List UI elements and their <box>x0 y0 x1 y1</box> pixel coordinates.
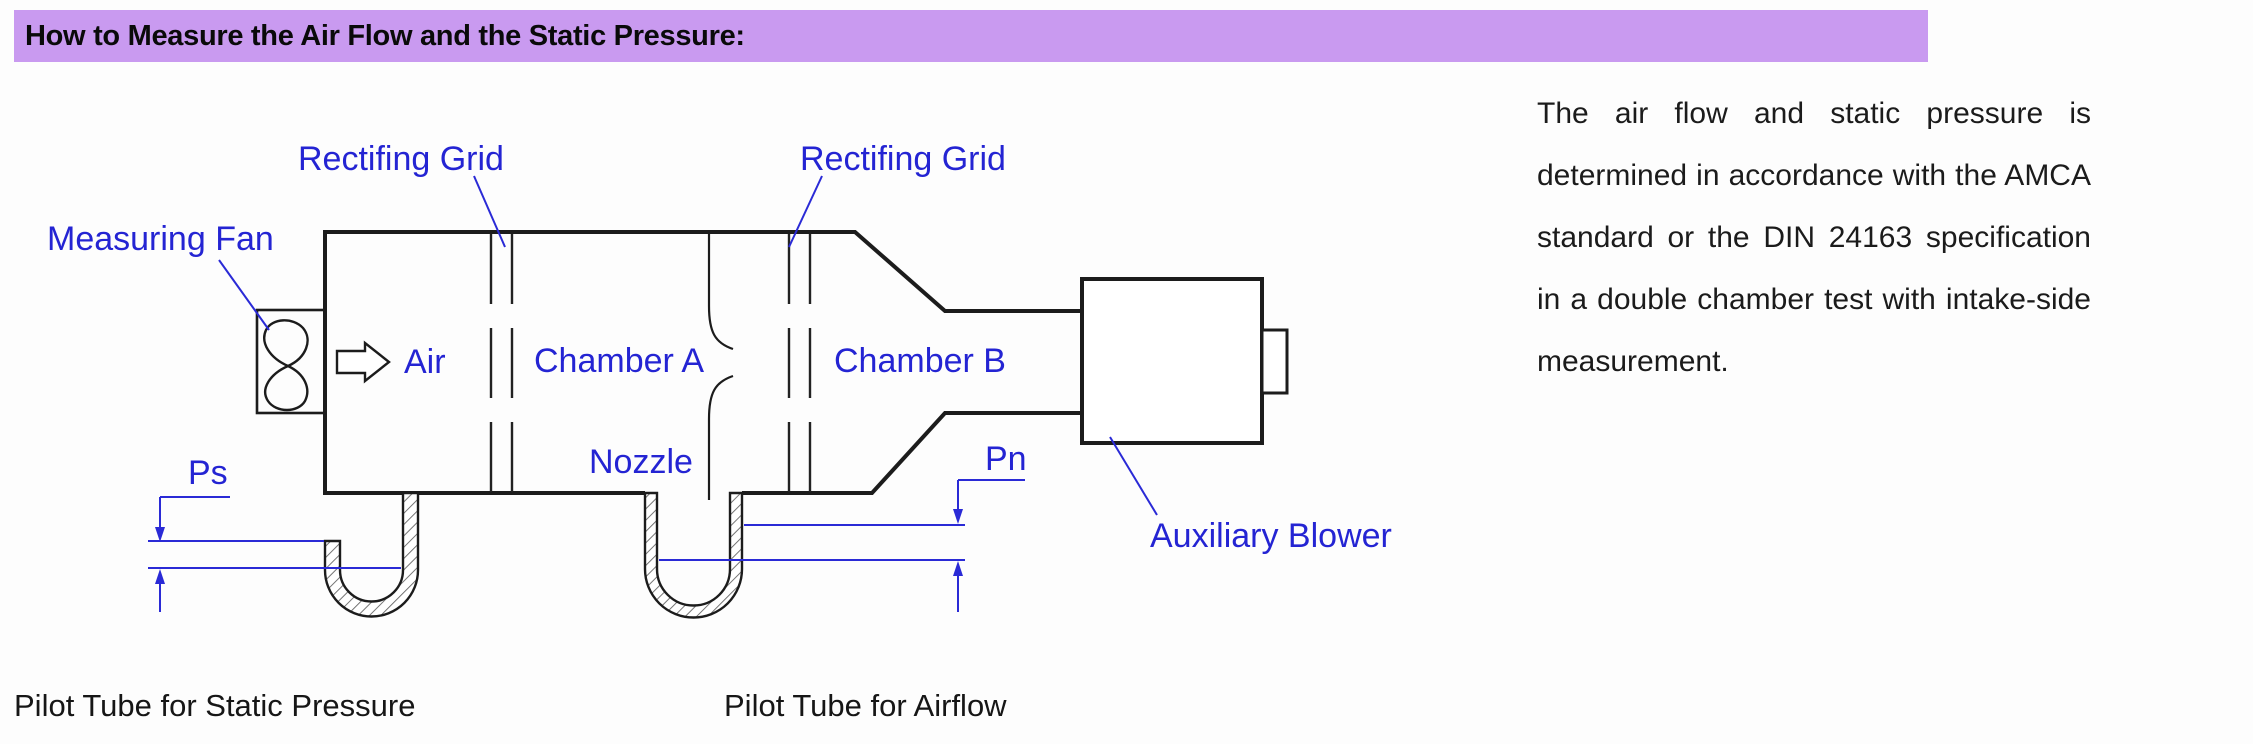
caption-pilot-tube-airflow: Pilot Tube for Airflow <box>724 688 1007 723</box>
description-paragraph: The air flow and static pressure is dete… <box>1537 97 2091 378</box>
auxiliary-blower-box <box>1080 277 1264 445</box>
pilot-tube-airflow-shape <box>643 491 744 619</box>
rectifying-grid-right-lines <box>787 234 812 492</box>
leader-rectifying-grid-left <box>473 175 506 248</box>
leader-measuring-fan <box>218 259 270 331</box>
leader-auxiliary-blower <box>1109 436 1158 516</box>
label-auxiliary-blower: Auxiliary Blower <box>1150 517 1392 555</box>
label-air: Air <box>404 343 446 381</box>
header-bar: How to Measure the Air Flow and the Stat… <box>14 10 1928 62</box>
rectifying-grid-left-lines <box>489 234 514 492</box>
label-measuring-fan: Measuring Fan <box>47 220 274 258</box>
label-pn: Pn <box>985 440 1027 478</box>
pilot-tube-static-shape <box>323 491 420 618</box>
test-chamber-diagram: Rectifing Grid Rectifing Grid Measuring … <box>14 140 1392 723</box>
fan-blades-icon <box>263 319 309 412</box>
page-title: How to Measure the Air Flow and the Stat… <box>25 20 745 52</box>
measuring-fan-box <box>255 308 327 415</box>
label-chamber-b: Chamber B <box>834 342 1006 380</box>
label-chamber-a: Chamber A <box>534 342 704 380</box>
label-rectifying-grid-left: Rectifing Grid <box>298 140 504 178</box>
pn-dimension <box>659 479 1025 612</box>
air-flow-arrow-icon <box>335 340 391 384</box>
label-nozzle: Nozzle <box>589 443 693 481</box>
caption-pilot-tube-static: Pilot Tube for Static Pressure <box>14 688 415 723</box>
label-rectifying-grid-right: Rectifing Grid <box>800 140 1006 178</box>
chamber-outline <box>323 230 1082 495</box>
ps-dimension <box>148 496 401 612</box>
label-ps: Ps <box>188 454 228 492</box>
leader-lines <box>218 175 1158 516</box>
auxiliary-blower-shaft <box>1260 328 1289 395</box>
leader-rectifying-grid-right <box>788 175 823 248</box>
nozzle-wall <box>707 232 734 500</box>
